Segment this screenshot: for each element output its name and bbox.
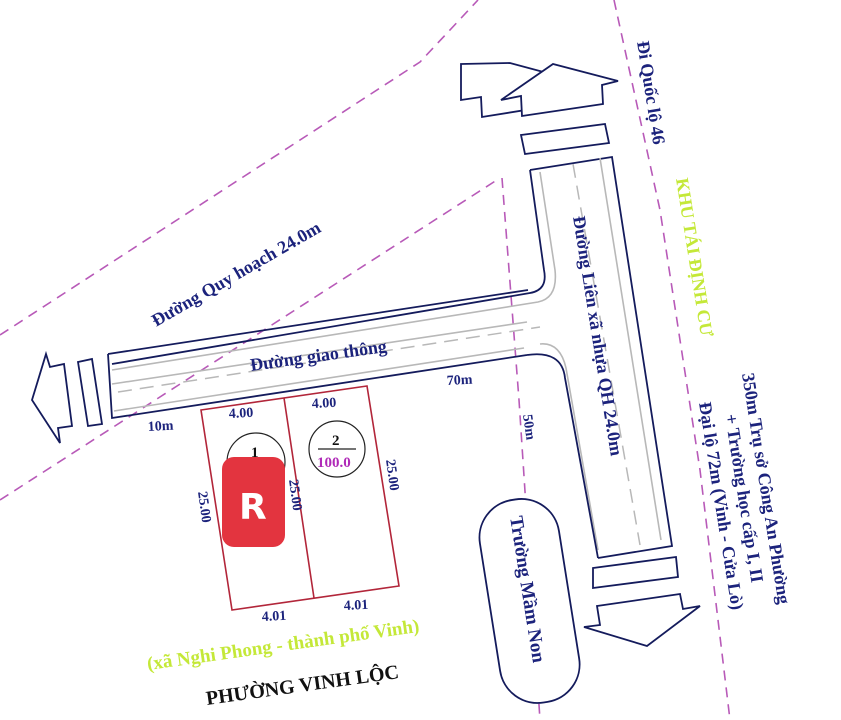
planning-boundaries	[0, 0, 731, 720]
lot-1-back-dim: 4.01	[261, 609, 286, 625]
distance-vertical-label: 50m	[519, 413, 537, 441]
planned-road-label: Đường Quy hoạch 24.0m	[148, 217, 324, 330]
r-badge-icon[interactable]: R	[222, 457, 285, 547]
lot-2-back-dim: 4.01	[343, 598, 368, 614]
lot-2-front-dim: 4.00	[311, 396, 336, 412]
boundary-right-vertical	[613, 0, 731, 720]
arrow-left-icon	[31, 350, 104, 444]
lot-2-right-dim: 25.00	[382, 458, 401, 491]
resettlement-zone-label: KHU TÁI ĐỊNH CƯ	[672, 176, 718, 338]
lot-1-front-dim: 4.00	[228, 406, 253, 422]
boundary-lower	[0, 177, 501, 501]
r-badge-letter: R	[239, 487, 267, 528]
traffic-road-label: Đường giao thông	[249, 336, 388, 375]
boundary-upper	[0, 0, 479, 336]
boundary-middle-vertical	[501, 177, 541, 720]
lot-1-number: 1	[251, 445, 259, 461]
lot-divider	[283, 397, 315, 599]
inter-commune-road-label: Đường Liên xã nhựa QH 24.0m	[569, 214, 627, 457]
distance-right-label: 70m	[446, 373, 473, 389]
kindergarten-box: Trường Mầm Non	[478, 498, 581, 704]
lot-1-left-dim: 25.00	[194, 490, 213, 523]
ward-label: PHƯỜNG VINH LỘC	[204, 659, 400, 710]
lot-outline	[200, 385, 400, 611]
to-highway-label: Đi Quốc lộ 46	[633, 39, 669, 145]
arrow-down-icon	[583, 555, 701, 647]
traffic-road	[107, 289, 541, 420]
lot-1-right-dim: 25.00	[285, 478, 304, 511]
lot-2-area: 100.0	[317, 455, 351, 471]
arrow-up-head	[500, 63, 619, 118]
distance-left-label: 10m	[147, 419, 174, 435]
inter-commune-road	[111, 155, 674, 559]
lot-2-marker	[308, 420, 366, 478]
lot-2-number: 2	[332, 433, 340, 449]
